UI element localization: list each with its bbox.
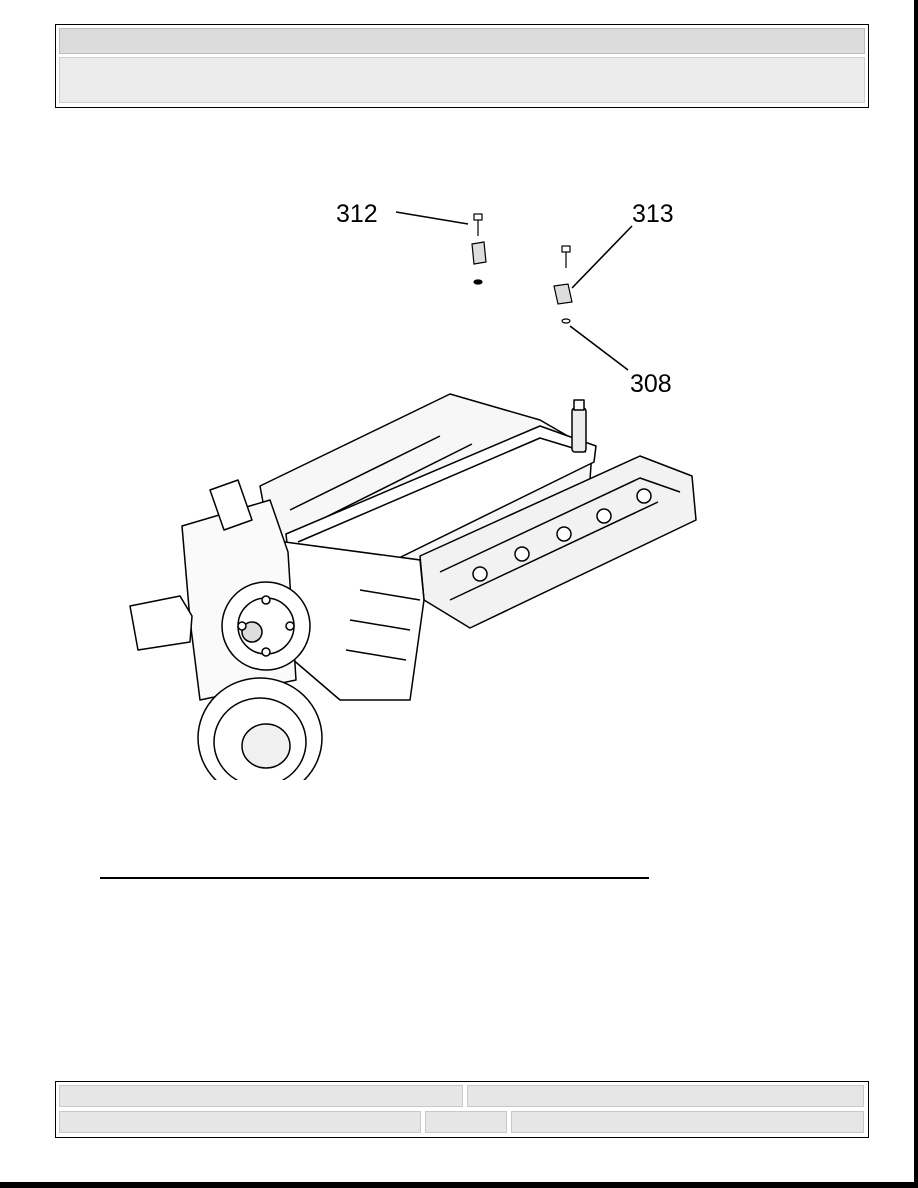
- washer-312: [473, 279, 483, 285]
- valve-cover-bolts: [472, 488, 652, 582]
- valve-cover-rail: [449, 501, 659, 601]
- header-title-bar: [59, 28, 865, 54]
- document-footer: [55, 1081, 869, 1138]
- callout-313-label: 313: [632, 200, 674, 228]
- footer-left-bottom: [59, 1111, 421, 1133]
- engine-block: [129, 393, 697, 780]
- upper-outlet: [209, 479, 253, 531]
- callout-308-label: 308: [630, 370, 672, 398]
- valve-cover-ridge: [439, 477, 681, 573]
- thermostat-housing: [129, 595, 193, 651]
- footer-right-bottom: [511, 1111, 864, 1133]
- footer-left-top: [59, 1085, 463, 1107]
- block-side-ribs: [345, 589, 421, 661]
- leader-lines: [395, 211, 633, 371]
- footer-right-top: [467, 1085, 864, 1107]
- bolt-312-head: [473, 213, 483, 221]
- engine-illustration: 312 313 308: [129, 200, 697, 780]
- leader-308: [569, 325, 629, 371]
- crank-hub: [241, 723, 291, 769]
- header-subtitle-bar: [59, 57, 865, 103]
- leader-312: [395, 211, 469, 225]
- small-parts: [471, 213, 573, 324]
- valley-cover-edge: [297, 437, 587, 543]
- block-312: [471, 241, 487, 265]
- block-313: [553, 283, 573, 305]
- pulley-bolts: [237, 595, 295, 657]
- water-pump-shaft: [241, 621, 263, 643]
- washer-308: [561, 318, 571, 324]
- section-divider: [100, 877, 649, 879]
- document-header: [55, 24, 869, 108]
- callout-312-label: 312: [336, 200, 378, 228]
- bolt-313-head: [561, 245, 571, 253]
- leader-313: [571, 225, 633, 289]
- footer-middle-bottom: [425, 1111, 507, 1133]
- sensor-cap: [573, 399, 585, 411]
- valley-ribs: [289, 435, 539, 535]
- sensor-body: [571, 407, 587, 453]
